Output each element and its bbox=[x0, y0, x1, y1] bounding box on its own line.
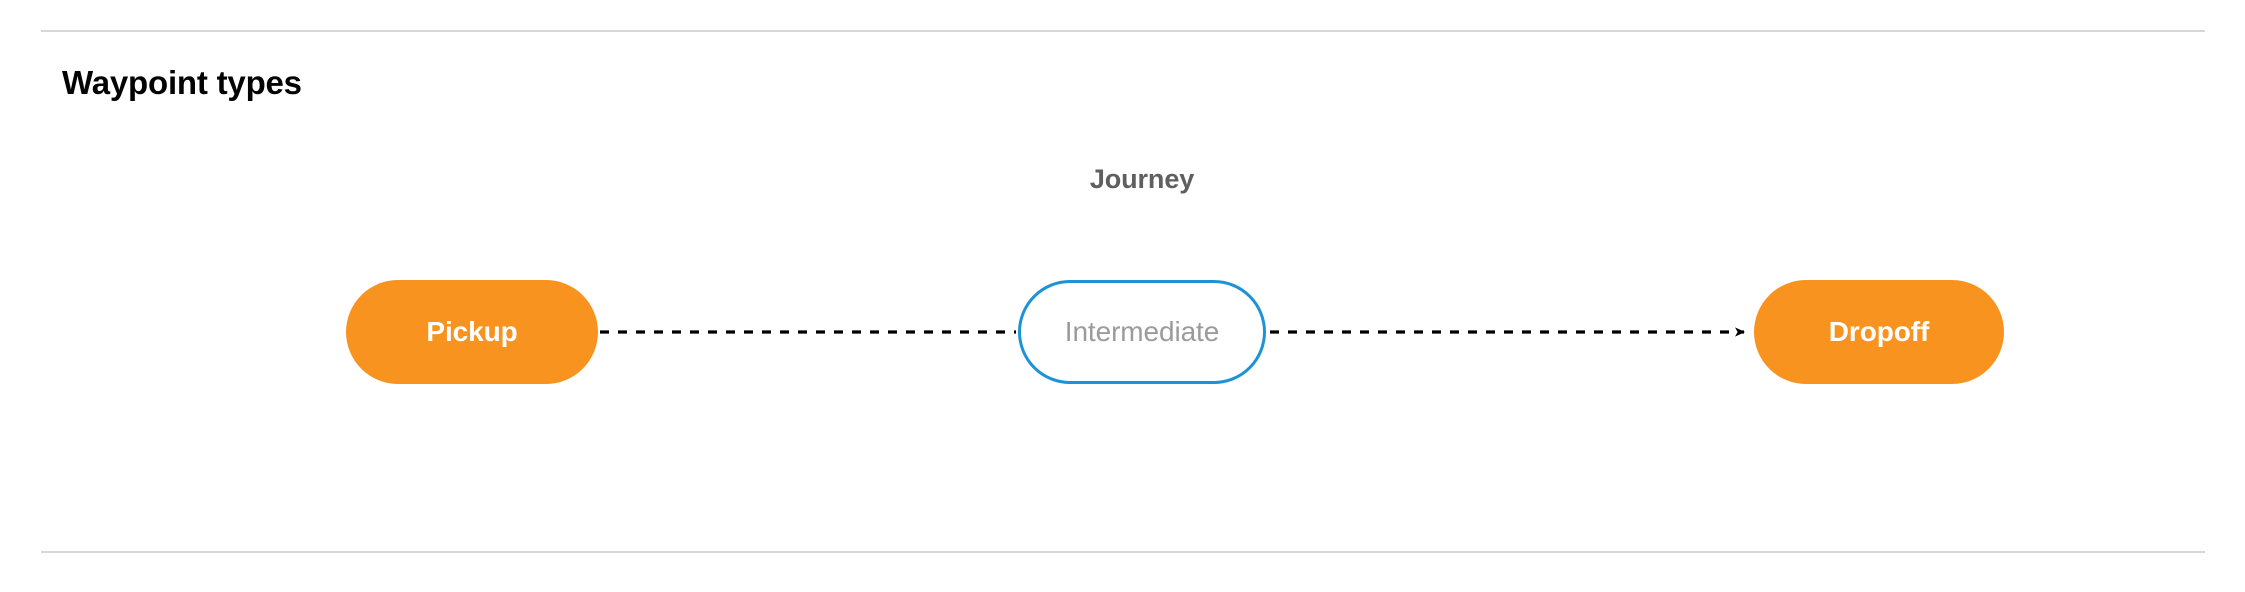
node-dropoff-label: Dropoff bbox=[1828, 316, 1930, 347]
page-title: Waypoint types bbox=[62, 64, 302, 101]
journey-diagram: Journey Pickup Intermediate Dropoff bbox=[0, 130, 2245, 460]
node-pickup[interactable]: Pickup bbox=[346, 280, 598, 384]
node-intermediate-label: Intermediate bbox=[1064, 316, 1220, 347]
node-dropoff[interactable]: Dropoff bbox=[1754, 280, 2004, 384]
journey-group-label: Journey bbox=[1089, 164, 1195, 194]
node-intermediate[interactable]: Intermediate bbox=[1018, 280, 1266, 384]
node-pickup-label: Pickup bbox=[426, 316, 518, 347]
section-divider-bottom bbox=[41, 551, 2205, 553]
section-divider-top bbox=[41, 30, 2205, 32]
